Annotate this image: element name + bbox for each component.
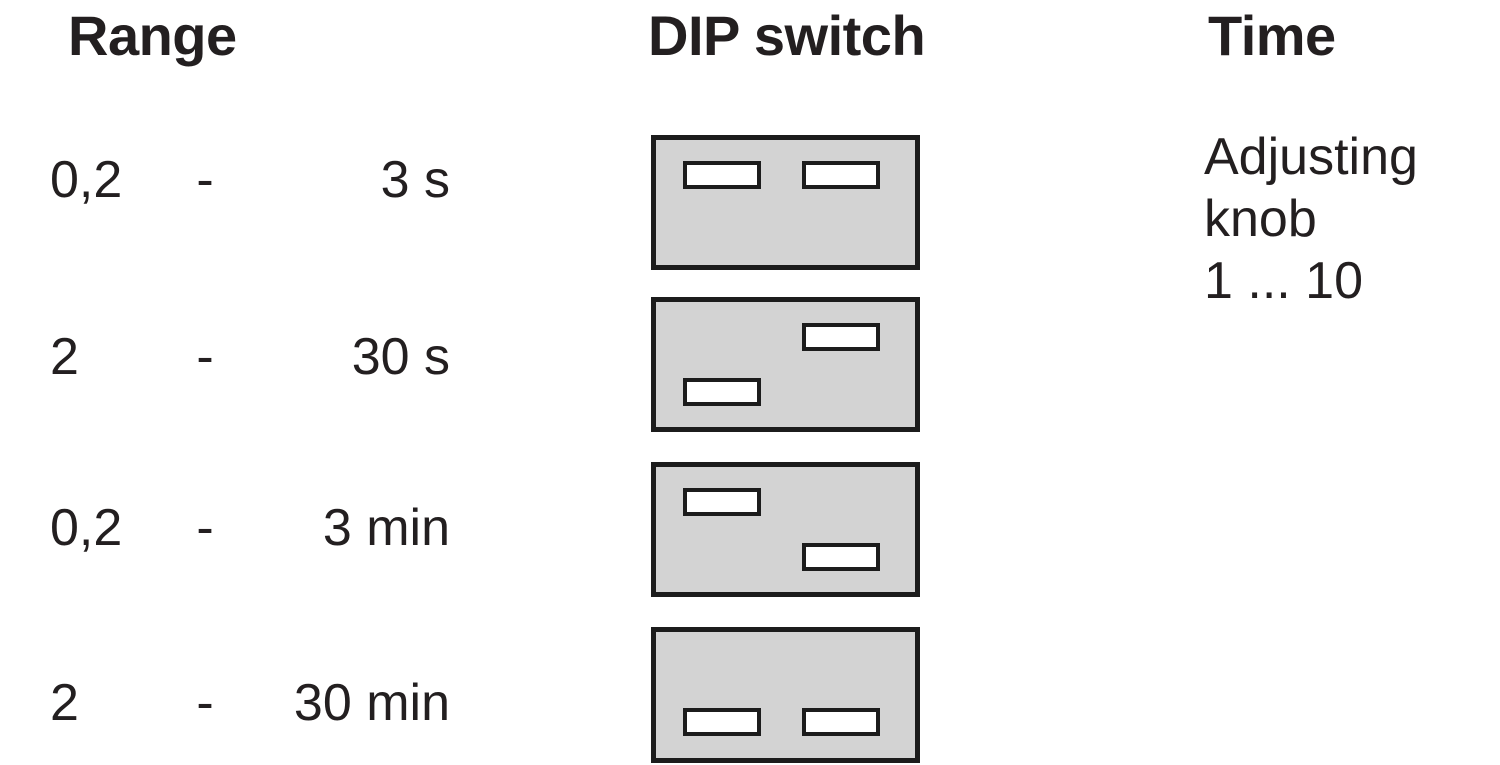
time-column: Adjusting knob 1 ... 10 bbox=[1204, 126, 1494, 312]
dip-lever-right[interactable] bbox=[802, 161, 880, 189]
column-header-range: Range bbox=[68, 4, 237, 67]
dip-lever-left[interactable] bbox=[683, 378, 761, 406]
range-row: 2 - 30 s bbox=[50, 327, 450, 387]
range-row: 0,2 - 3 min bbox=[50, 498, 450, 558]
dip-switch-diagram bbox=[651, 135, 920, 270]
range-high-value: 30 s bbox=[351, 328, 450, 386]
range-high-value: 3 min bbox=[322, 499, 450, 557]
time-line-adjusting: Adjusting bbox=[1204, 128, 1418, 186]
range-high-value: 3 s bbox=[380, 151, 450, 209]
column-header-dip-switch: DIP switch bbox=[648, 4, 926, 67]
range-low-value: 0,2 bbox=[50, 499, 123, 557]
dip-lever-left[interactable] bbox=[683, 708, 761, 736]
dip-switch-diagram bbox=[651, 297, 920, 432]
range-row: 2 - 30 min bbox=[50, 673, 450, 733]
range-high-value: 30 min bbox=[293, 674, 450, 732]
range-row: 0,2 - 3 s bbox=[50, 150, 450, 210]
range-separator: - bbox=[196, 151, 214, 209]
range-separator: - bbox=[196, 499, 214, 557]
range-separator: - bbox=[196, 328, 214, 386]
dip-switch-diagram bbox=[651, 627, 920, 763]
dip-switch-diagram bbox=[651, 462, 920, 597]
dip-lever-left[interactable] bbox=[683, 161, 761, 189]
range-column: 0,2 - 3 s 2 - 30 s 0,2 - 3 min 2 - 30 mi… bbox=[0, 0, 470, 765]
range-low-value: 0,2 bbox=[50, 151, 123, 209]
time-line-scale: 1 ... 10 bbox=[1204, 252, 1363, 310]
range-low-value: 2 bbox=[50, 328, 79, 386]
time-line-knob: knob bbox=[1204, 190, 1317, 248]
dip-lever-right[interactable] bbox=[802, 708, 880, 736]
column-header-time: Time bbox=[1208, 4, 1336, 67]
dip-lever-right[interactable] bbox=[802, 323, 880, 351]
range-separator: - bbox=[196, 674, 214, 732]
dip-lever-right[interactable] bbox=[802, 543, 880, 571]
dip-lever-left[interactable] bbox=[683, 488, 761, 516]
range-low-value: 2 bbox=[50, 674, 79, 732]
